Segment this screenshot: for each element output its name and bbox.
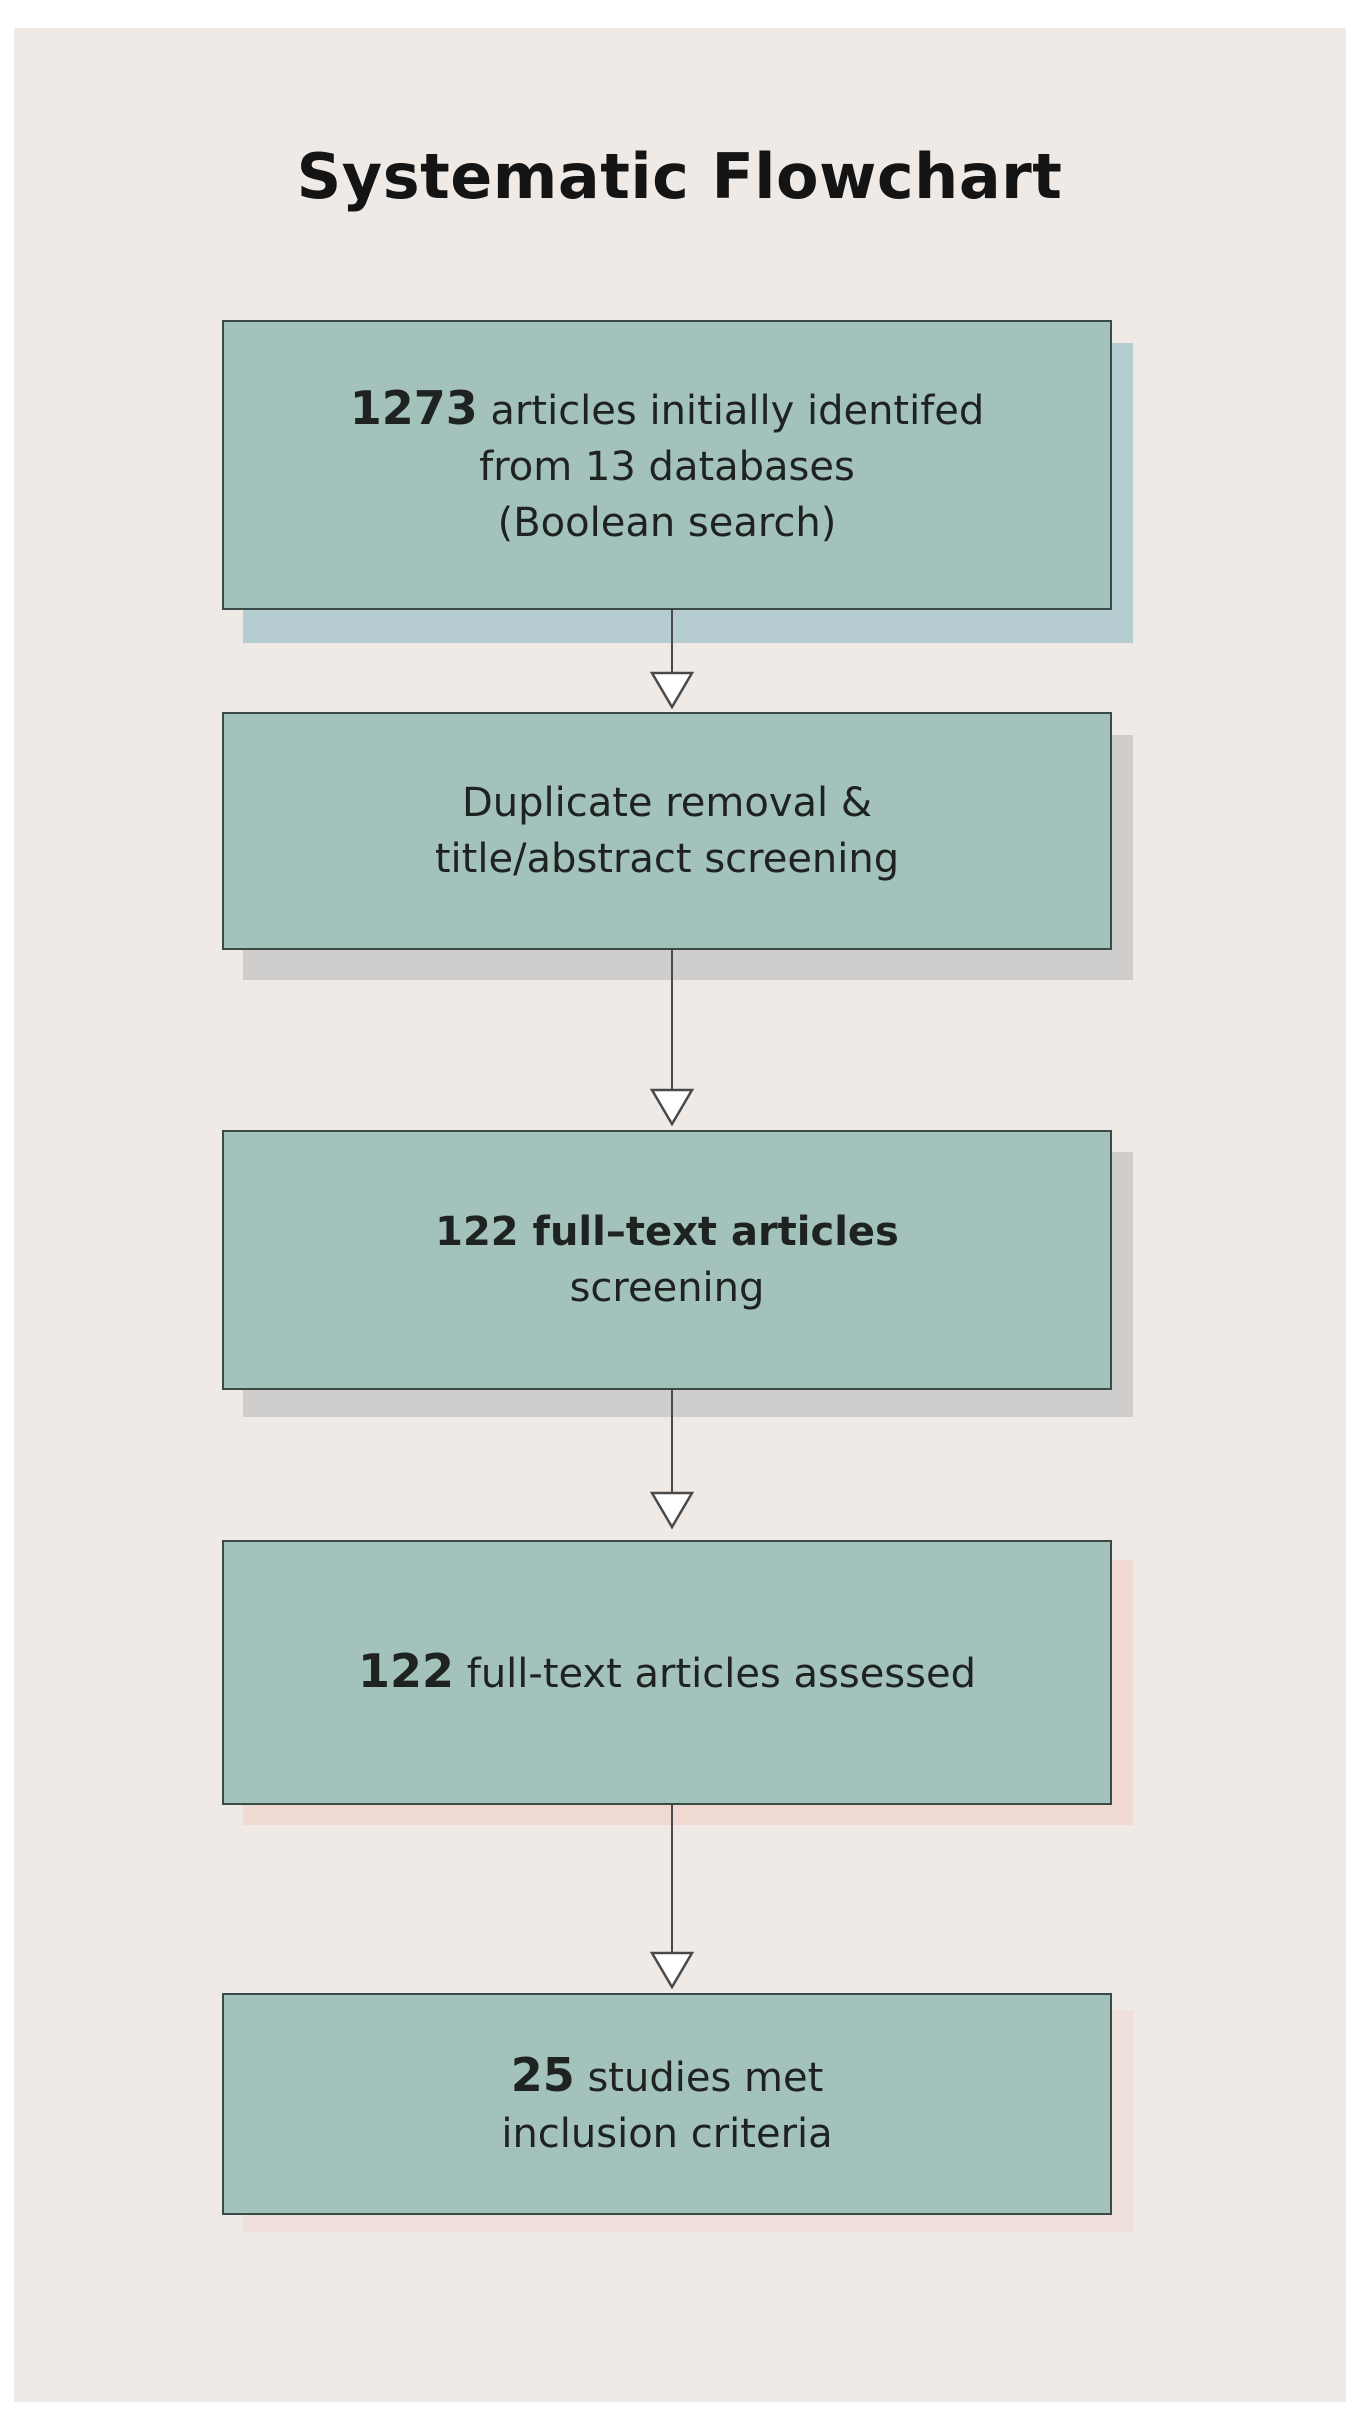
step-1-line-3: (Boolean search)	[497, 499, 837, 546]
arrow-4-to-5	[649, 1805, 695, 1990]
step-1-line-1-text: articles initially identifed	[477, 387, 985, 434]
flow-step-included: 25 studies met inclusion criteria	[222, 1993, 1112, 2215]
step-1-line-2: from 13 databases	[479, 443, 855, 490]
step-4-line-1: 122 full-text articles assessed	[358, 1643, 976, 1702]
step-1-line-1: 1273 articles initially identifed	[350, 380, 985, 439]
step-3-line-2: screening	[569, 1265, 765, 1311]
step-5-count: 25	[510, 2047, 575, 2102]
step-5-line-1-text: studies met	[574, 2054, 824, 2101]
step-2-line-2: title/abstract screening	[434, 836, 900, 882]
page-title: Systematic Flowchart	[296, 140, 1063, 213]
step-1-count: 1273	[349, 380, 478, 435]
flow-step-full-text-screening: 122 full–text articles screening	[222, 1130, 1112, 1390]
arrow-3-to-4	[649, 1390, 695, 1530]
arrow-1-to-2	[649, 610, 695, 710]
flow-step-identification: 1273 articles initially identifed from 1…	[222, 320, 1112, 610]
flow-step-screening: Duplicate removal & title/abstract scree…	[222, 712, 1112, 950]
flow-step-eligibility: 122 full-text articles assessed	[222, 1540, 1112, 1805]
step-4-line-1-text: full-text articles assessed	[454, 1651, 976, 1697]
step-5-line-2: inclusion criteria	[501, 2110, 833, 2157]
arrow-2-to-3	[649, 950, 695, 1127]
step-5-line-1: 25 studies met	[511, 2047, 824, 2106]
step-4-count: 122	[357, 1644, 455, 1698]
step-3-line-1: 122 full–text articles	[435, 1209, 899, 1255]
step-2-line-1: Duplicate removal &	[461, 780, 873, 826]
